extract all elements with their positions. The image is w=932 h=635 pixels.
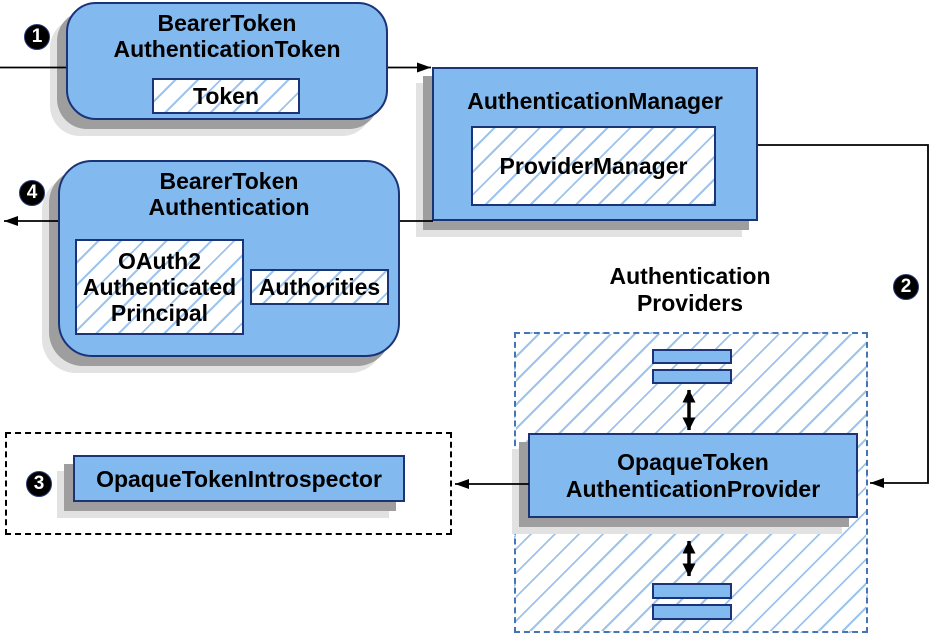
authentication-manager-box: AuthenticationManager ProviderManager [432,67,758,221]
bearer-token-authentication-token-box: BearerToken AuthenticationToken Token [66,2,388,120]
provider-box-line-1: OpaqueToken [617,448,769,475]
provider-manager-label: ProviderManager [499,153,688,179]
principal-line-1: OAuth2 [117,248,202,274]
step-3-number: 3 [33,473,45,494]
step-4-number: 4 [26,182,38,203]
step-3-badge: 3 [26,471,52,497]
opaque-token-introspector-box: OpaqueTokenIntrospector [73,455,405,502]
authentication-manager-title: AuthenticationManager [434,88,756,114]
token-chip: Token [152,78,300,114]
provider-placeholder-bar [652,583,732,599]
step-2-number: 2 [900,276,912,297]
title-line: AuthenticationManager [467,88,723,114]
provider-placeholder-bar [652,349,732,364]
authorities-label: Authorities [258,274,381,300]
provider-placeholder-bar [652,604,732,620]
title-line-1: BearerToken [159,168,299,194]
step-4-badge: 4 [19,180,45,206]
label-line-1: Authentication [609,263,771,289]
step-1-badge: 1 [24,24,50,50]
title-line-1: BearerToken [157,10,297,36]
introspector-label: OpaqueTokenIntrospector [96,465,382,492]
token-label: Token [192,83,260,109]
step-2-badge: 2 [893,274,919,300]
introspector-container [5,432,452,535]
label-line-2: Providers [636,290,744,316]
oauth2-authenticated-principal-chip: OAuth2 Authenticated Principal [75,239,244,335]
opaque-token-authentication-provider-box: OpaqueToken AuthenticationProvider [528,433,858,518]
authorities-chip: Authorities [250,269,389,305]
bearer-token-authentication-box: BearerToken Authentication OAuth2 Authen… [58,160,400,357]
provider-placeholder-bar [652,369,732,384]
title-line-2: AuthenticationToken [113,36,341,62]
provider-box-line-2: AuthenticationProvider [565,475,821,502]
authentication-providers-label: Authentication Providers [555,263,825,317]
provider-manager-chip: ProviderManager [471,126,716,206]
title-line-2: Authentication [148,194,310,220]
principal-line-3: Principal [110,300,209,326]
bearer-token-authentication-title: BearerToken Authentication [60,168,398,220]
step-1-number: 1 [31,26,43,47]
principal-line-2: Authenticated [82,274,237,300]
bearer-token-authentication-token-title: BearerToken AuthenticationToken [68,10,386,62]
